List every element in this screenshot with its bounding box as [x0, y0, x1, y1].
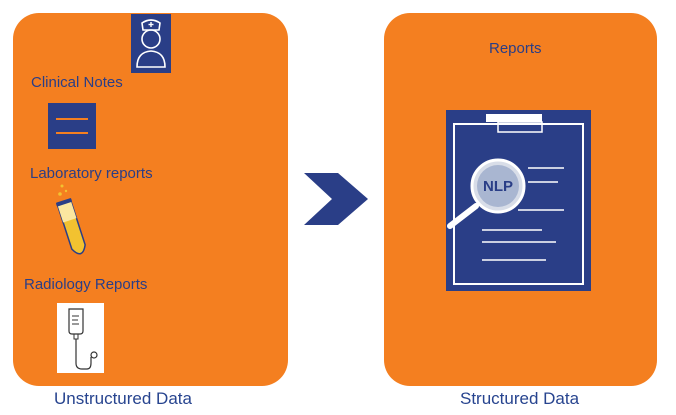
- document-lines-icon: [48, 103, 96, 149]
- laboratory-reports-label: Laboratory reports: [30, 165, 153, 182]
- chevron-right-icon: [304, 173, 368, 225]
- structured-data-caption: Structured Data: [460, 389, 580, 408]
- reports-title: Reports: [489, 40, 542, 57]
- iv-drip-icon: [57, 303, 104, 373]
- test-tube-icon: [52, 182, 92, 264]
- clipboard-magnifier-icon: NLP: [446, 110, 591, 291]
- nlp-badge: NLP: [483, 178, 513, 195]
- radiology-reports-label: Radiology Reports: [24, 276, 148, 293]
- nurse-icon: [131, 14, 171, 73]
- clinical-notes-label: Clinical Notes: [31, 74, 123, 91]
- unstructured-data-caption: Unstructured Data: [54, 389, 192, 408]
